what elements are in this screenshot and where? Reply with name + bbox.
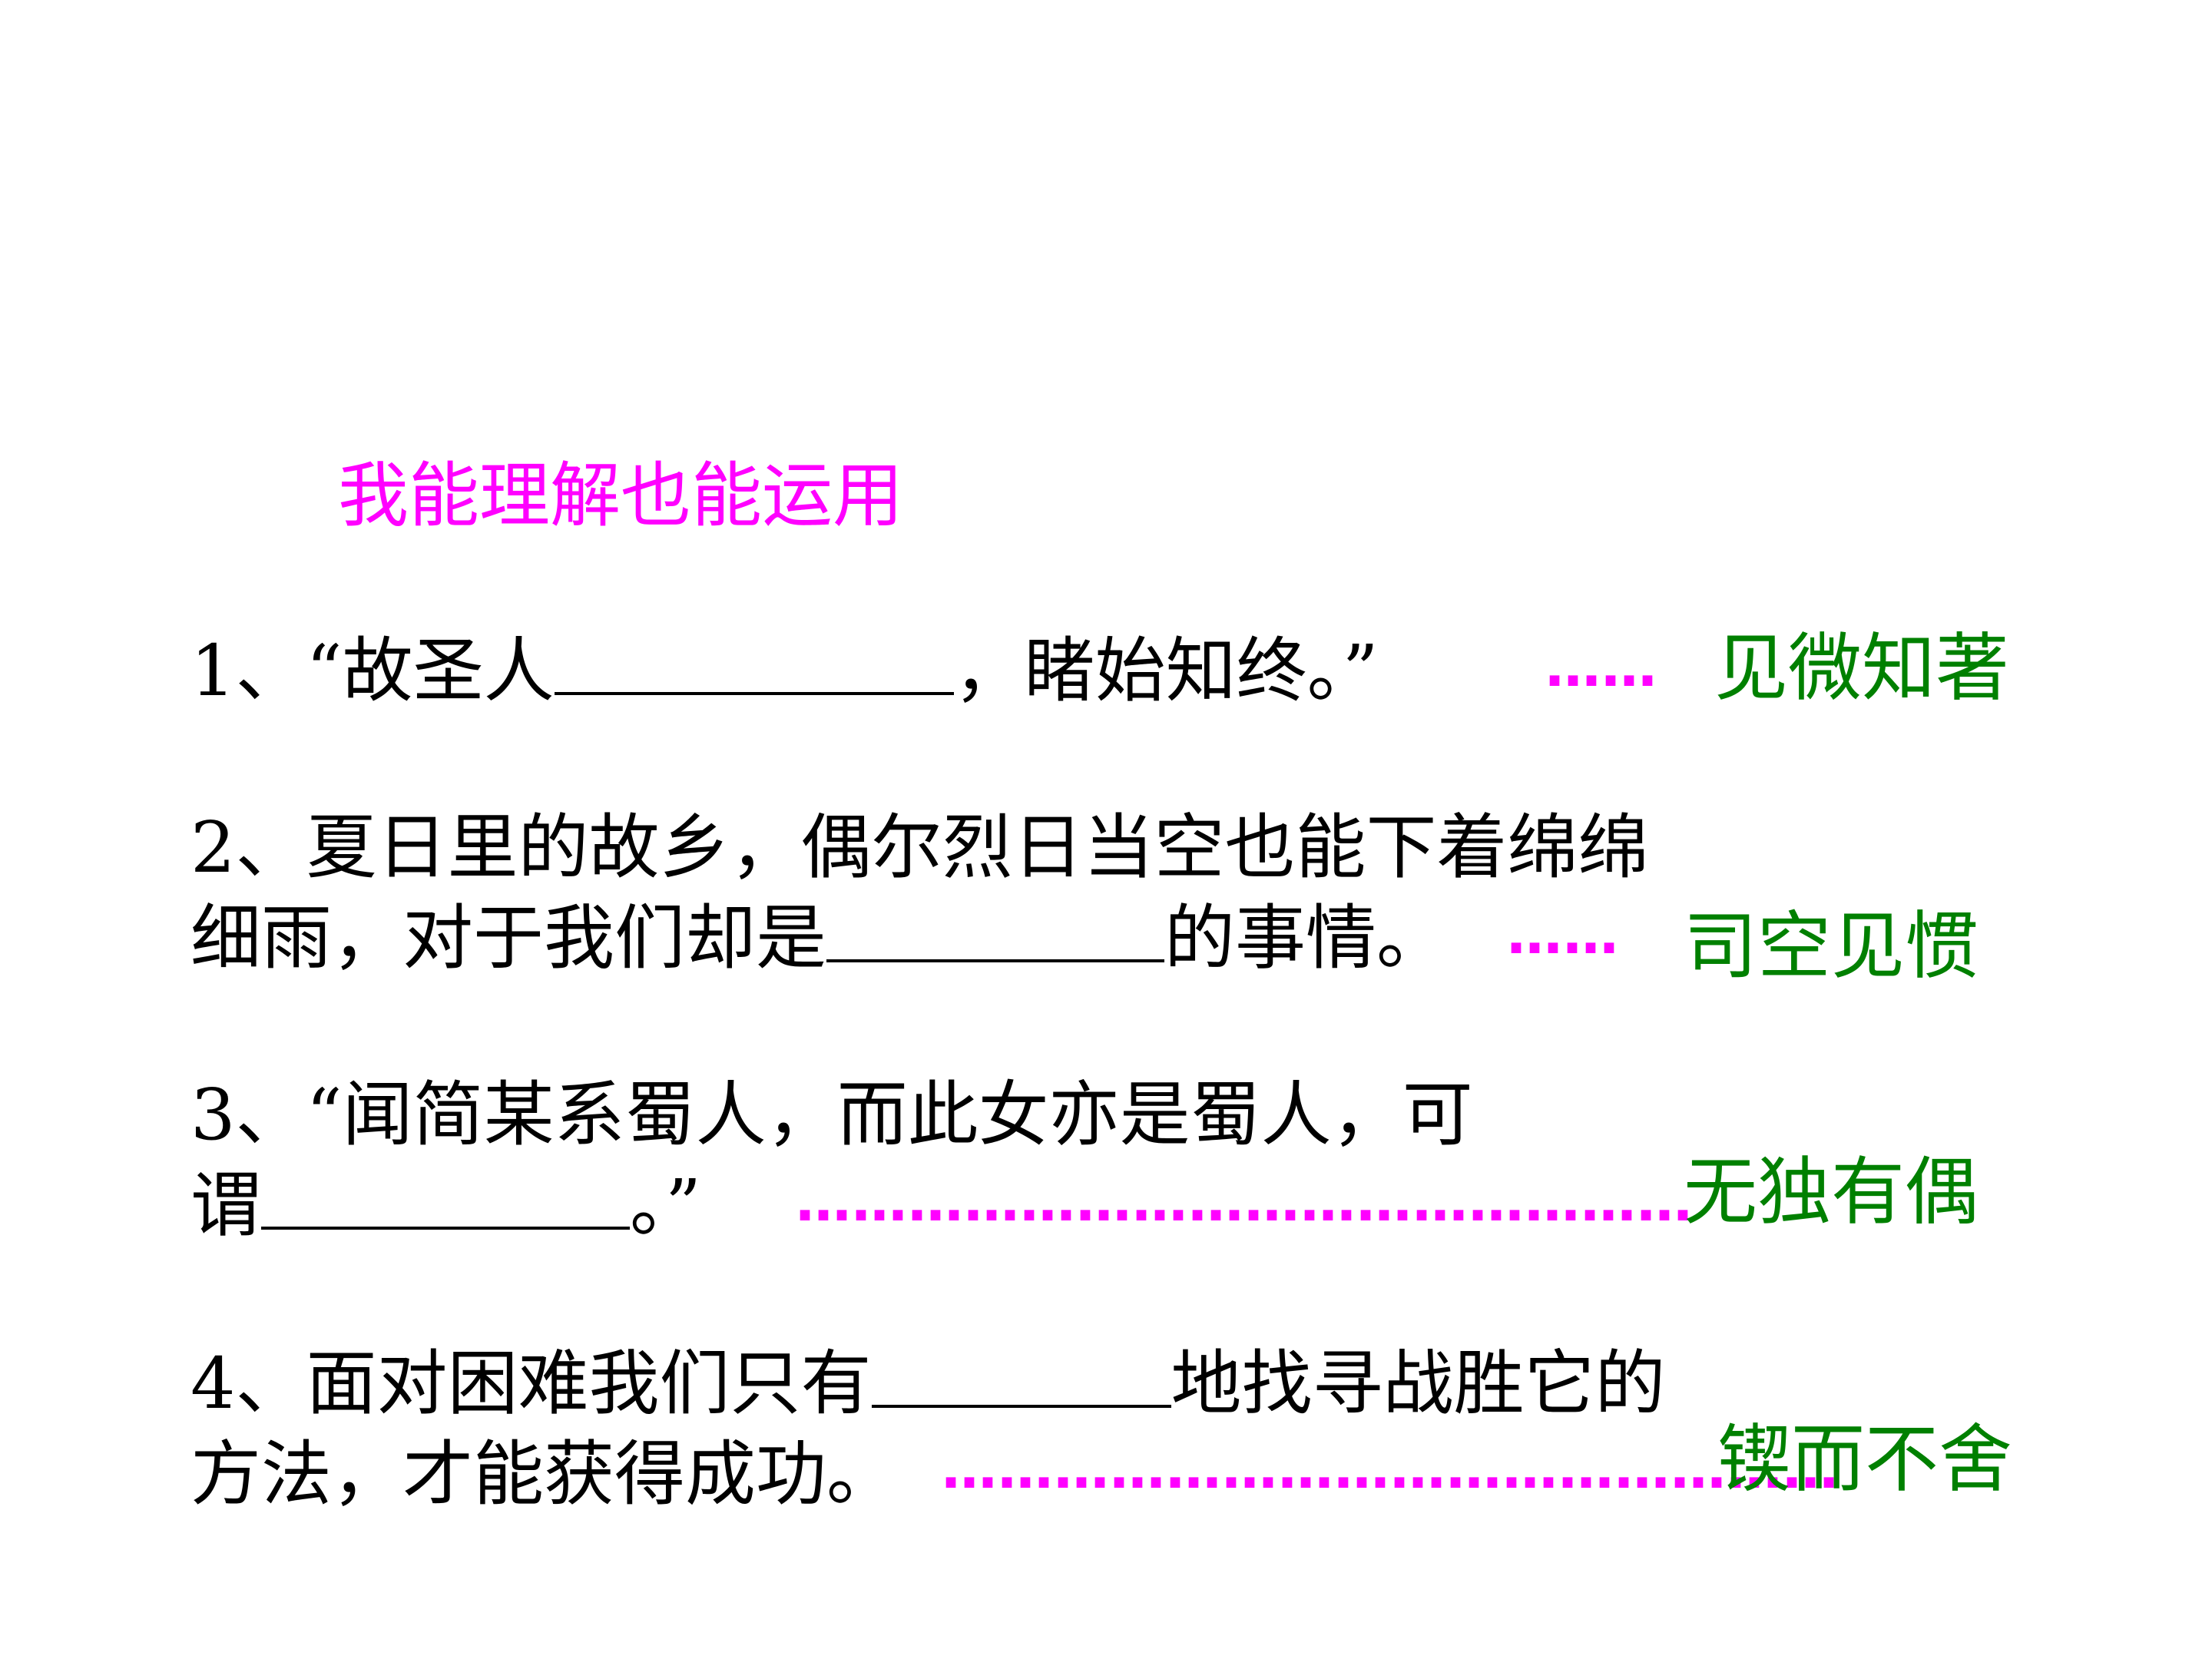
question-2-line-2: 细雨，对于我们却是的事情。 — [190, 903, 1447, 974]
question-2-dots: …… — [1507, 902, 1619, 966]
question-4-text-before: 4、面对困难我们只有 — [190, 1343, 872, 1425]
question-2-answer: 司空见惯 — [1684, 903, 1979, 989]
question-1-blank — [554, 678, 954, 695]
question-2-text-before: 细雨，对于我们却是 — [190, 897, 827, 979]
question-1-line-1: 1、“故圣人，睹始知终。” — [190, 636, 1379, 707]
question-4-text-after: 地找寻战胜它的 — [1171, 1343, 1666, 1425]
question-3-line-2: 谓。” — [190, 1171, 701, 1241]
slide-heading: 我能理解也能运用 — [338, 455, 904, 537]
question-4-answer: 锲而不舍 — [1717, 1416, 2012, 1502]
question-4-dots: ………………………………………… — [942, 1436, 1839, 1501]
question-2-text-after: 的事情。 — [1164, 897, 1448, 979]
question-1-answer: 见微知著 — [1714, 625, 2009, 711]
question-2-blank — [826, 945, 1165, 962]
question-4-blank — [871, 1391, 1171, 1408]
question-3-text-after: 。” — [630, 1164, 702, 1247]
question-1-text-before: 1、“故圣人 — [190, 630, 555, 712]
question-4-line-2: 方法，才能获得成功。 — [190, 1433, 898, 1515]
question-1-dots: …… — [1545, 634, 1657, 699]
question-1-text-after: ，睹始知终。” — [953, 630, 1379, 712]
question-3-line-1: 3、“闻简某系蜀人，而此女亦是蜀人，可 — [190, 1074, 1473, 1156]
question-2-line-1: 2、夏日里的故乡，偶尔烈日当空也能下着绵绵 — [190, 806, 1649, 889]
question-4-line-1: 4、面对困难我们只有地找寻战胜它的 — [190, 1349, 1666, 1419]
question-3-blank — [261, 1213, 631, 1230]
question-3-answer: 无独有偶 — [1684, 1149, 1979, 1235]
question-3-text-before: 谓 — [190, 1164, 262, 1247]
question-3-dots: ………………………………………… — [796, 1169, 1693, 1233]
